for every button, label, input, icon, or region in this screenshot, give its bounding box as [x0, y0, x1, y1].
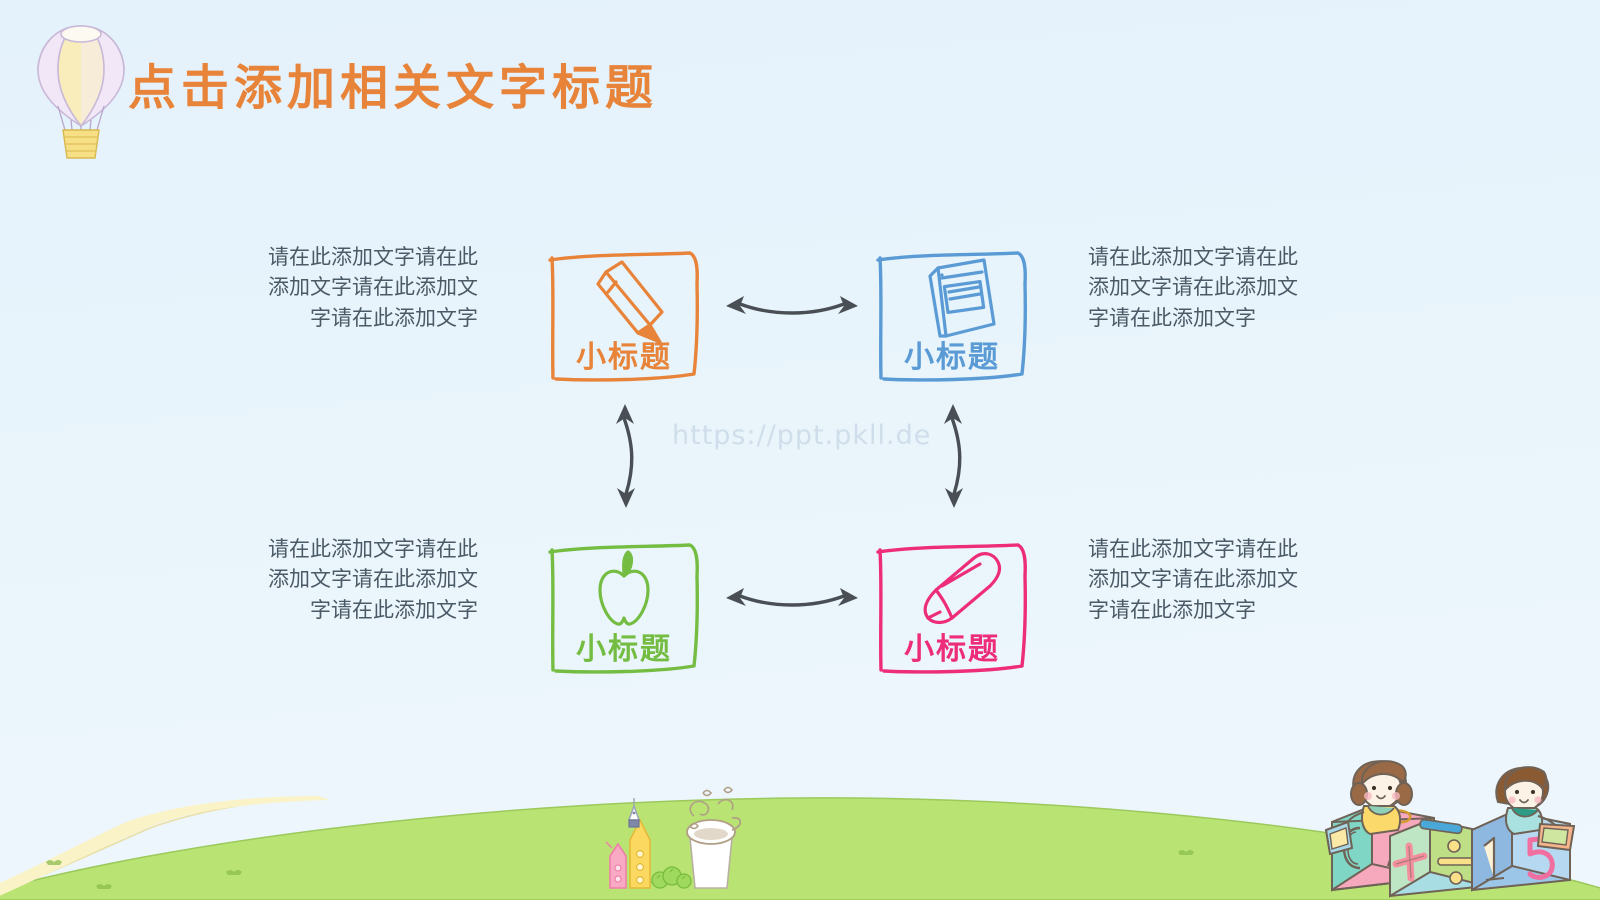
page-title: 点击添加相关文字标题	[128, 60, 659, 116]
watermark-url: https://ppt.pkll.de	[672, 420, 932, 451]
arrow-top-horizontal	[718, 282, 866, 341]
arrow-left-vertical	[600, 398, 654, 519]
girl-figure	[1324, 760, 1413, 856]
card-bottom-left[interactable]: 小标题	[538, 524, 710, 684]
paragraph-top-right: 请在此添加文字请在此添加文字请在此添加文字请在此添加文字	[1088, 245, 1298, 330]
arrow-right-vertical	[928, 398, 982, 519]
arrow-bottom-horizontal	[718, 574, 866, 633]
book-icon	[928, 258, 996, 338]
paragraph-top-left: 请在此添加文字请在此添加文字请在此添加文字请在此添加文字	[268, 245, 478, 330]
card-top-left[interactable]: 小标题	[538, 232, 710, 392]
slide-header: 点击添加相关文字标题	[0, 0, 1600, 170]
eraser-icon	[923, 552, 1002, 625]
children-on-alphabet-blocks-illustration	[1248, 738, 1584, 900]
paragraph-bottom-left: 请在此添加文字请在此添加文字请在此添加文字请在此添加文字	[268, 537, 478, 622]
boy-figure	[1495, 766, 1576, 852]
pencil-castle-illustration	[572, 768, 772, 900]
pencil-icon	[596, 260, 664, 344]
card-top-right[interactable]: 小标题	[866, 232, 1038, 392]
paragraph-bottom-right: 请在此添加文字请在此添加文字请在此添加文字请在此添加文字	[1088, 537, 1298, 622]
apple-icon	[598, 550, 650, 626]
hot-air-balloon-icon	[22, 18, 140, 166]
card-bottom-right[interactable]: 小标题	[866, 524, 1038, 684]
